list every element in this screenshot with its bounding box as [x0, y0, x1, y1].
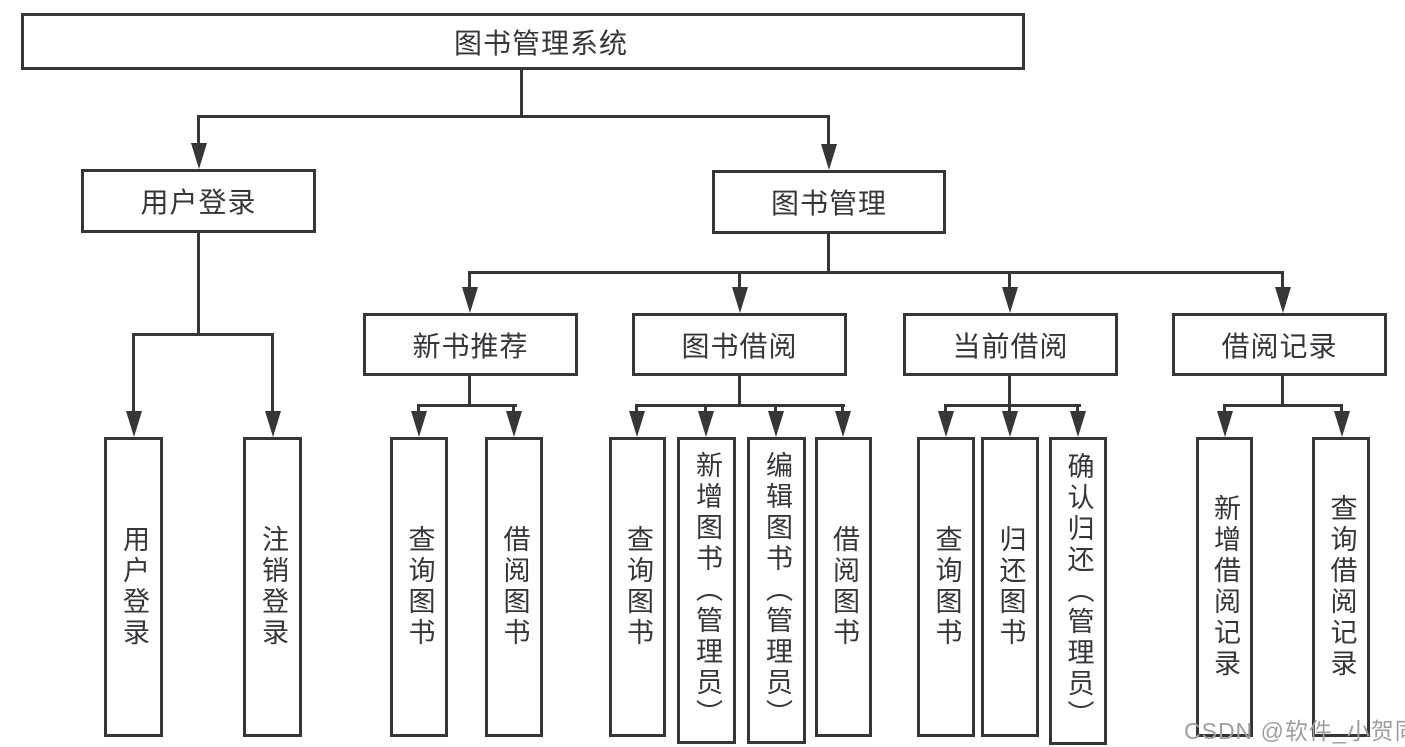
- connector-line: [944, 404, 1081, 407]
- arrow-down-icon: [506, 411, 522, 437]
- connector-line: [197, 115, 830, 118]
- leaf-add-books-admin: 新增图书（管理员）: [677, 437, 736, 744]
- connector-line: [417, 404, 420, 413]
- arrow-down-icon: [1217, 411, 1233, 437]
- connector-line: [1223, 404, 1343, 407]
- arrow-down-icon: [1334, 411, 1350, 437]
- leaf-label: 编辑图书（管理员）: [762, 451, 792, 730]
- node-root-system: 图书管理系统: [21, 13, 1025, 70]
- leaf-confirm-return-admin: 确认归还（管理员）: [1049, 437, 1107, 745]
- leaf-label: 新增图书（管理员）: [692, 451, 722, 730]
- connector-line: [635, 404, 638, 413]
- leaf-label: 查询图书: [404, 525, 435, 649]
- connector-line: [1008, 404, 1011, 413]
- connector-line: [738, 271, 741, 291]
- node-book-management-label: 图书管理: [770, 188, 887, 219]
- connector-line: [417, 404, 517, 407]
- arrow-down-icon: [411, 411, 427, 437]
- connector-line: [827, 231, 830, 274]
- leaf-borrow-books-recommend: 借阅图书: [485, 437, 543, 737]
- connector-line: [774, 404, 777, 413]
- connector-line: [132, 333, 274, 336]
- arrow-down-icon: [629, 411, 645, 437]
- leaf-label: 新增借阅记录: [1210, 494, 1240, 680]
- arrow-down-icon: [938, 411, 954, 437]
- connector-line: [468, 271, 471, 291]
- node-current-borrowing-label: 当前借阅: [952, 330, 1069, 362]
- csdn-watermark: CSDN @软件_小贺同学: [1184, 718, 1405, 744]
- arrow-down-icon: [265, 411, 281, 437]
- connector-line: [512, 404, 515, 413]
- leaf-query-books-borrowing: 查询图书: [609, 437, 666, 737]
- connector-line: [738, 375, 741, 407]
- node-current-borrowing: 当前借阅: [903, 313, 1118, 376]
- arrow-down-icon: [698, 411, 714, 437]
- connector-line: [1281, 271, 1284, 291]
- connector-line: [827, 115, 830, 148]
- connector-line: [704, 404, 707, 413]
- node-new-book-recommendation: 新书推荐: [363, 313, 578, 376]
- leaf-label: 确认归还（管理员）: [1063, 451, 1094, 731]
- leaf-query-books-recommend: 查询图书: [390, 437, 448, 737]
- connector-line: [197, 115, 200, 147]
- connector-line: [1340, 404, 1343, 413]
- arrow-down-icon: [1002, 287, 1018, 313]
- connector-line: [520, 69, 523, 118]
- arrow-down-icon: [1275, 287, 1291, 313]
- leaf-return-books: 归还图书: [981, 437, 1039, 737]
- leaf-logout: 注销登录: [243, 437, 302, 737]
- leaf-logout-label: 注销登录: [258, 525, 288, 649]
- arrow-down-icon: [835, 411, 851, 437]
- connector-line: [1008, 271, 1011, 291]
- connector-line: [468, 375, 471, 407]
- connector-line: [1076, 404, 1079, 413]
- node-new-book-recommendation-label: 新书推荐: [412, 330, 529, 362]
- leaf-query-books-current: 查询图书: [917, 437, 975, 737]
- leaf-label: 查询借阅记录: [1326, 494, 1357, 680]
- leaf-edit-books-admin: 编辑图书（管理员）: [747, 437, 806, 744]
- leaf-user-login-label: 用户登录: [119, 525, 149, 649]
- leaf-add-borrow-record: 新增借阅记录: [1196, 437, 1253, 737]
- node-book-management: 图书管理: [712, 170, 946, 234]
- arrow-down-icon: [1070, 411, 1086, 437]
- leaf-label: 归还图书: [995, 525, 1026, 649]
- leaf-label: 借阅图书: [829, 525, 859, 649]
- connector-line: [944, 404, 947, 413]
- node-book-borrowing-label: 图书借阅: [681, 330, 798, 362]
- leaf-label: 借阅图书: [499, 525, 530, 649]
- connector-line: [635, 404, 845, 407]
- connector-line: [197, 232, 200, 336]
- connector-line: [1223, 404, 1226, 413]
- node-borrowing-records-label: 借阅记录: [1221, 330, 1338, 362]
- leaf-label: 查询图书: [931, 525, 962, 649]
- node-borrowing-records: 借阅记录: [1172, 313, 1387, 376]
- leaf-user-login: 用户登录: [104, 437, 163, 737]
- leaf-borrow-books-borrowing: 借阅图书: [815, 437, 872, 737]
- arrow-down-icon: [821, 144, 837, 170]
- connector-line: [271, 333, 274, 413]
- leaf-query-borrow-record: 查询借阅记录: [1312, 437, 1370, 737]
- node-root-label: 图书管理系统: [453, 27, 628, 59]
- connector-line: [1008, 375, 1011, 407]
- arrow-down-icon: [1002, 411, 1018, 437]
- connector-line: [841, 404, 844, 413]
- arrow-down-icon: [462, 287, 478, 313]
- connector-line: [468, 271, 1284, 274]
- arrow-down-icon: [126, 411, 142, 437]
- node-user-login-label: 用户登录: [140, 187, 257, 218]
- arrow-down-icon: [768, 411, 784, 437]
- leaf-label: 查询图书: [623, 525, 653, 649]
- node-user-login: 用户登录: [81, 169, 316, 233]
- connector-line: [1281, 375, 1284, 407]
- arrow-down-icon: [191, 143, 207, 169]
- arrow-down-icon: [732, 287, 748, 313]
- connector-line: [132, 333, 135, 413]
- node-book-borrowing: 图书借阅: [632, 313, 847, 376]
